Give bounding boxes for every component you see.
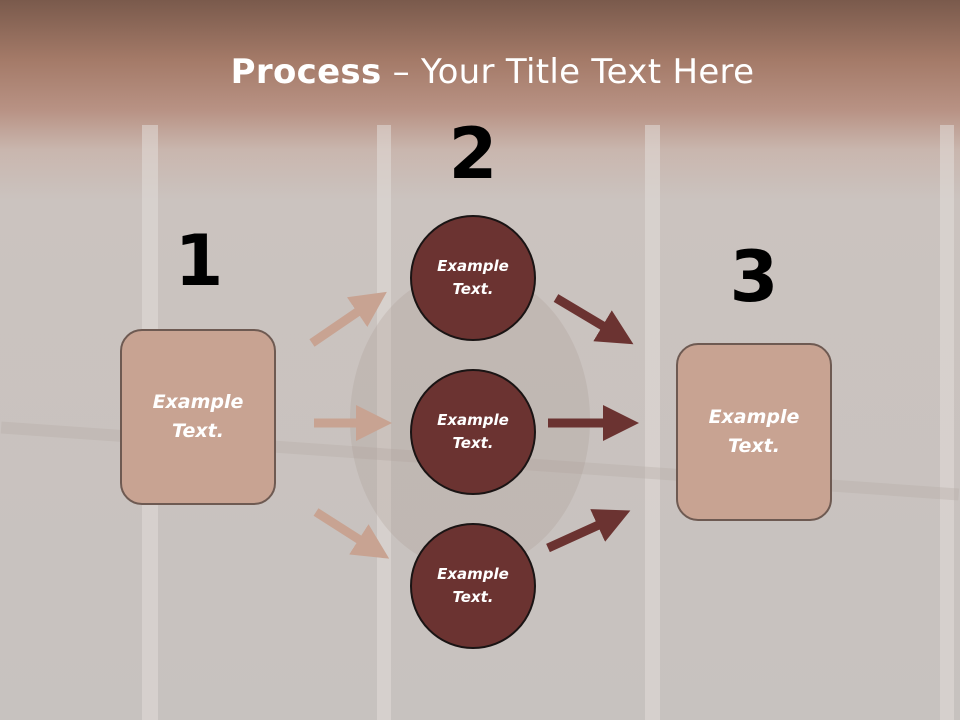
circle-1-line1: Example (437, 256, 509, 275)
arrow-circle-3-to-right (546, 509, 631, 553)
right-box-line1: Example (708, 405, 800, 428)
arrow-circle-1-to-right (553, 294, 634, 345)
circle-1-line2: Text. (452, 280, 494, 298)
circle-3-line1: Example (437, 564, 509, 583)
slide-title: Process – Your Title Text Here (0, 52, 960, 92)
circle-2-line2: Text. (452, 434, 494, 452)
right-box-line2: Text. (728, 435, 780, 457)
title-rest: – Your Title Text Here (381, 52, 755, 92)
circle-2-line1: Example (437, 410, 509, 429)
arrow-left-to-circle-1 (309, 291, 387, 347)
step-number-2: 2 (448, 113, 498, 195)
step-number-1: 1 (174, 220, 224, 302)
arrow-left-to-circle-3 (313, 508, 390, 559)
left-box-line1: Example (152, 390, 244, 413)
circle-3-line2: Text. (452, 588, 494, 606)
step-number-3: 3 (729, 236, 779, 318)
title-bold: Process (230, 52, 382, 92)
left-box-line2: Text. (172, 420, 224, 442)
